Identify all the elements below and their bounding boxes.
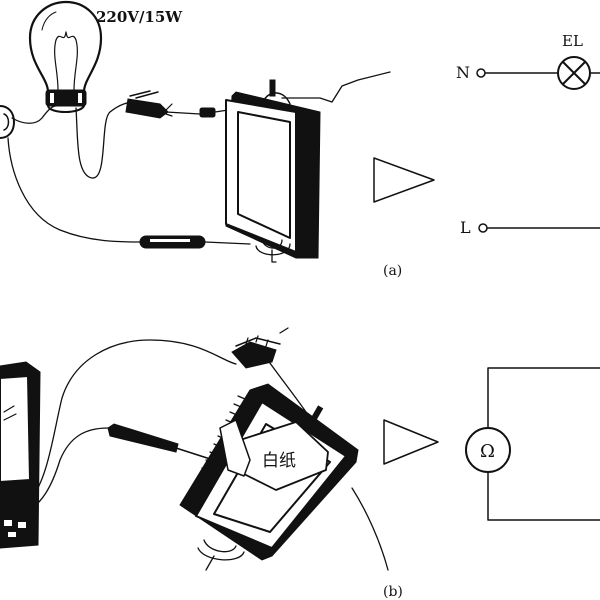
figure-b: 白纸 Ω (b) bbox=[0, 327, 600, 600]
test-probe-a bbox=[139, 235, 206, 249]
ohmmeter-symbol-icon bbox=[465, 427, 511, 473]
caption-b: (b) bbox=[383, 584, 403, 600]
transformer-core-a bbox=[225, 79, 321, 263]
power-plug-icon bbox=[0, 105, 15, 139]
inline-connector bbox=[199, 107, 216, 118]
figure-a: 220V/15W bbox=[0, 0, 600, 279]
alligator-clip-a bbox=[125, 90, 173, 119]
terminal-l-label: L bbox=[460, 218, 471, 237]
schematic-b: Ω bbox=[465, 367, 600, 521]
lamp-symbol-icon bbox=[557, 56, 600, 90]
caption-a: (a) bbox=[383, 263, 402, 279]
lamp-symbol-label: EL bbox=[562, 32, 583, 50]
alligator-clip-b bbox=[231, 335, 281, 369]
multimeter-icon bbox=[0, 361, 41, 549]
paper-label: 白纸 bbox=[262, 451, 296, 471]
white-paper: 白纸 bbox=[219, 419, 329, 491]
schematic-a: N EL L bbox=[456, 32, 600, 237]
wire-top-b bbox=[487, 367, 600, 429]
equivalence-arrow-b bbox=[383, 419, 439, 465]
leader-line-a bbox=[281, 71, 391, 103]
light-bulb-icon bbox=[28, 0, 103, 113]
terminal-n-label: N bbox=[456, 63, 470, 82]
equivalence-arrow-a bbox=[373, 157, 435, 203]
wire-bottom-b bbox=[487, 471, 600, 521]
terminal-n bbox=[476, 68, 486, 78]
terminal-l bbox=[478, 223, 488, 233]
ohmmeter-symbol-label: Ω bbox=[480, 441, 495, 462]
wires-a bbox=[7, 101, 251, 245]
lamp-rating-label: 220V/15W bbox=[96, 8, 183, 26]
